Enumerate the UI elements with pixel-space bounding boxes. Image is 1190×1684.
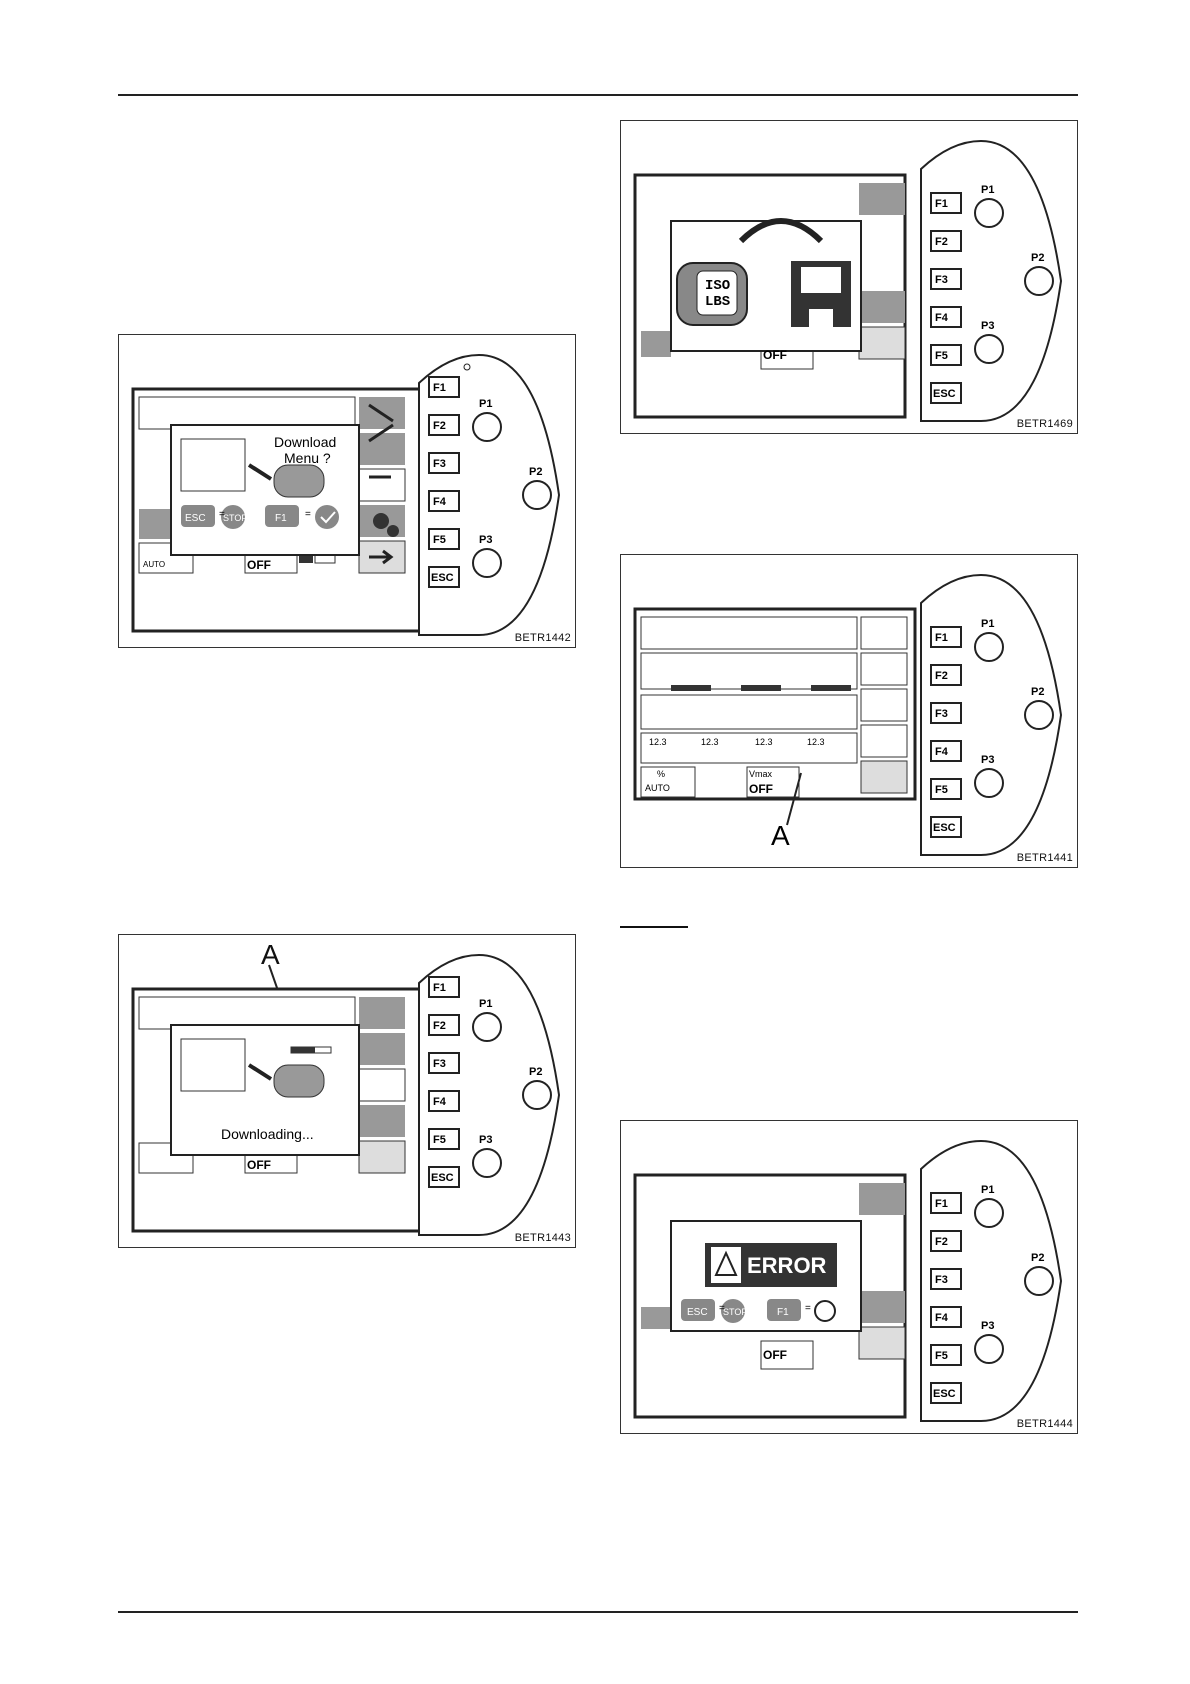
p2-label: P2: [1031, 252, 1044, 264]
header-rule: [118, 94, 1078, 96]
figure-save-to-disk: F1 F2 F3 F4 F5 ESC P1 P2 P3 ISO LBS OFF …: [620, 120, 1078, 434]
p1-label: P1: [479, 398, 492, 410]
f1-key-text: F1: [275, 513, 287, 524]
f1-key-label: F1: [935, 1198, 948, 1210]
figure-download-menu: F1 F2 F3 F4 F5 ESC P1 P2 P3 Download Men…: [118, 334, 576, 648]
f5-key-label: F5: [433, 1134, 446, 1146]
terminal-illustration: F1 F2 F3 F4 F5 ESC P1 P2 P3 12.3 12.3 12…: [633, 573, 1063, 856]
f5-key-label: F5: [935, 350, 948, 362]
f5-key-label: F5: [935, 784, 948, 796]
p2-label: P2: [1031, 1252, 1044, 1264]
esc-key-label: ESC: [933, 822, 956, 834]
f2-key-label: F2: [935, 670, 948, 682]
terminal-illustration: F1 F2 F3 F4 F5 ESC P1 P2 P3 ISO LBS OFF: [633, 139, 1063, 422]
terminal-illustration: F1 F2 F3 F4 F5 ESC P1 P2 P3 Download Men…: [131, 353, 561, 636]
esc-key-text: ESC: [687, 1307, 708, 1318]
f2-key-label: F2: [935, 1236, 948, 1248]
f3-key-label: F3: [935, 1274, 948, 1286]
vmax-label: Vmax: [749, 769, 773, 779]
figure-code: BETR1469: [1016, 418, 1073, 430]
esc-key-text: ESC: [185, 513, 206, 524]
value-readout-4: 12.3: [807, 737, 825, 747]
p3-label: P3: [479, 534, 492, 546]
esc-key-label: ESC: [431, 572, 454, 584]
p2-label: P2: [529, 466, 542, 478]
f4-key-label: F4: [433, 496, 447, 508]
figure-main-screen: F1 F2 F3 F4 F5 ESC P1 P2 P3 12.3 12.3 12…: [620, 554, 1078, 868]
auto-status: AUTO: [645, 783, 670, 793]
off-status: OFF: [749, 782, 773, 796]
popup-download-menu: [170, 424, 360, 556]
figure-code: BETR1442: [514, 632, 571, 644]
auto-status: AUTO: [143, 560, 165, 569]
p1-label: P1: [981, 618, 994, 630]
equals-sign: =: [719, 1303, 725, 1314]
figure-code: BETR1444: [1016, 1418, 1073, 1430]
progress-fill: [291, 1047, 315, 1053]
f4-key-label: F4: [935, 746, 949, 758]
f1-key-label: F1: [433, 382, 446, 394]
off-status: OFF: [763, 1348, 787, 1362]
f3-key-label: F3: [433, 458, 446, 470]
esc-key-label: ESC: [933, 1388, 956, 1400]
f3-key-label: F3: [935, 708, 948, 720]
figure-error: F1 F2 F3 F4 F5 ESC P1 P2 P3 ERROR ESC = …: [620, 1120, 1078, 1434]
figure-code: BETR1441: [1016, 852, 1073, 864]
esc-key-label: ESC: [431, 1172, 454, 1184]
f2-key-label: F2: [935, 236, 948, 248]
equals-sign: =: [219, 509, 225, 520]
p3-label: P3: [981, 754, 994, 766]
error-text: ERROR: [747, 1253, 827, 1278]
p1-label: P1: [479, 998, 492, 1010]
footer-rule: [118, 1611, 1078, 1613]
dialog-line-2: Menu ?: [284, 450, 331, 466]
value-readout-1: 12.3: [649, 737, 667, 747]
figure-code: BETR1443: [514, 1232, 571, 1244]
p1-label: P1: [981, 1184, 994, 1196]
off-status: OFF: [247, 558, 271, 572]
terminal-illustration: F1 F2 F3 F4 F5 ESC P1 P2 P3 ERROR ESC = …: [633, 1139, 1063, 1422]
f2-key-label: F2: [433, 1020, 446, 1032]
downloading-text: Downloading...: [221, 1126, 314, 1142]
f1-key-label: F1: [935, 632, 948, 644]
callout-a: A: [771, 820, 790, 851]
p2-label: P2: [529, 1066, 542, 1078]
stop-symbol-text: STOP: [223, 513, 247, 523]
p3-label: P3: [981, 320, 994, 332]
p3-label: P3: [479, 1134, 492, 1146]
f3-key-label: F3: [935, 274, 948, 286]
value-readout-3: 12.3: [755, 737, 773, 747]
f1-key-text: F1: [777, 1307, 789, 1318]
f3-key-label: F3: [433, 1058, 446, 1070]
percent-label: %: [657, 769, 665, 779]
f1-key-label: F1: [433, 982, 446, 994]
callout-a: A: [261, 939, 280, 970]
f5-key-label: F5: [935, 1350, 948, 1362]
device-line-2: LBS: [705, 294, 730, 310]
equals-sign-2: =: [805, 1303, 811, 1314]
device-line-1: ISO: [705, 278, 730, 294]
p3-label: P3: [981, 1320, 994, 1332]
section-underline: [620, 926, 688, 928]
p1-label: P1: [981, 184, 994, 196]
f4-key-label: F4: [935, 312, 949, 324]
off-status: OFF: [763, 348, 787, 362]
f4-key-label: F4: [433, 1096, 447, 1108]
figure-downloading: A F1 F2 F3 F4 F5 ESC: [118, 934, 576, 1248]
f1-key-label: F1: [935, 198, 948, 210]
f5-key-label: F5: [433, 534, 446, 546]
off-status: OFF: [247, 1158, 271, 1172]
button-panel: [418, 353, 561, 636]
dialog-line-1: Download: [274, 434, 336, 450]
terminal-illustration: F1 F2 F3 F4 F5 ESC P1 P2 P3 Downloading.…: [131, 953, 561, 1236]
stop-symbol-text: STOP: [723, 1307, 747, 1317]
p2-label: P2: [1031, 686, 1044, 698]
f4-key-label: F4: [935, 1312, 949, 1324]
value-readout-2: 12.3: [701, 737, 719, 747]
f2-key-label: F2: [433, 420, 446, 432]
esc-key-label: ESC: [933, 388, 956, 400]
equals-sign-2: =: [305, 509, 311, 520]
